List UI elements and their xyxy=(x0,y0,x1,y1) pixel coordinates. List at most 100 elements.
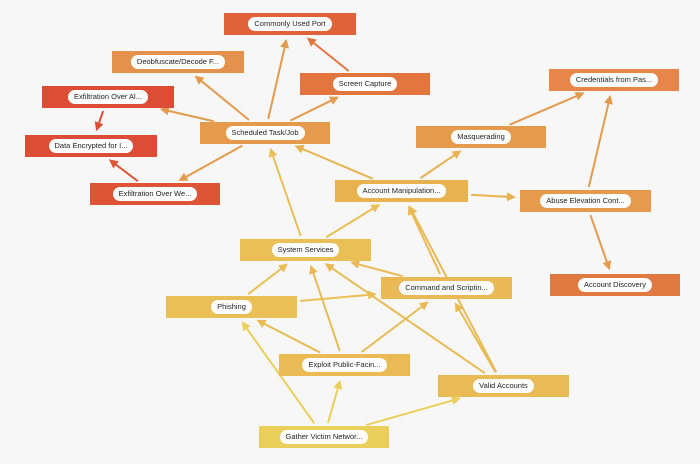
node-masquerading[interactable]: Masquerading xyxy=(416,126,546,148)
edge-line xyxy=(271,153,302,237)
node-credentials-from-pas[interactable]: Credentials from Pas... xyxy=(549,69,679,91)
arrowhead-icon xyxy=(159,106,170,116)
arrowhead-icon xyxy=(280,38,289,49)
edge-abuse-elevation-to-credentials-from-pas xyxy=(588,94,613,188)
arrowhead-icon xyxy=(350,260,361,269)
edge-line xyxy=(113,162,139,182)
arrowhead-icon xyxy=(409,205,418,216)
arrowhead-icon xyxy=(602,260,612,271)
edge-scheduled-task-to-commonly-used-port xyxy=(267,38,289,120)
arrowhead-icon xyxy=(94,121,104,132)
node-label: Account Manipulation... xyxy=(356,183,447,199)
edge-screen-capture-to-commonly-used-port xyxy=(306,37,350,72)
arrowhead-icon xyxy=(454,302,464,313)
edge-valid-accounts-to-command-and-scripting xyxy=(454,302,497,373)
edge-account-manipulation-to-masquerading xyxy=(420,150,462,179)
edge-line xyxy=(356,262,403,277)
node-system-services[interactable]: System Services xyxy=(240,239,371,261)
node-command-and-scripting[interactable]: Command and Scriptin... xyxy=(381,277,512,299)
node-account-discovery[interactable]: Account Discovery xyxy=(550,274,680,296)
edge-exfiltration-over-we-to-data-encrypted xyxy=(108,159,139,182)
node-label: Command and Scriptin... xyxy=(399,280,494,296)
edge-exploit-public-facing-to-command-and-scripting xyxy=(361,301,429,353)
node-abuse-elevation[interactable]: Abuse Elevation Cont... xyxy=(520,190,651,212)
edge-line xyxy=(329,266,486,374)
edge-scheduled-task-to-screen-capture xyxy=(290,96,339,122)
arrowhead-icon xyxy=(451,396,461,405)
node-label: Scheduled Task/Job xyxy=(225,125,305,141)
node-label: Exploit Public-Facin... xyxy=(302,357,387,373)
edge-line xyxy=(311,270,341,352)
edge-line xyxy=(361,304,424,353)
edge-command-and-scripting-to-account-manipulation xyxy=(407,205,441,275)
edge-line xyxy=(311,40,350,72)
edge-account-manipulation-to-scheduled-task xyxy=(294,144,373,180)
node-label: Account Discovery xyxy=(577,277,653,293)
node-label: Credentials from Pas... xyxy=(569,72,659,88)
node-gather-victim-network[interactable]: Gather Victim Networ... xyxy=(259,426,389,448)
arrowhead-icon xyxy=(194,75,205,85)
edge-account-manipulation-to-abuse-elevation xyxy=(470,192,517,202)
edge-gather-victim-network-to-valid-accounts xyxy=(365,396,461,426)
node-exfiltration-over-we[interactable]: Exfiltration Over We... xyxy=(90,183,220,205)
edge-line xyxy=(325,206,376,238)
edge-line xyxy=(589,214,609,265)
edge-system-services-to-account-manipulation xyxy=(325,204,381,238)
arrowhead-icon xyxy=(451,150,462,160)
edge-scheduled-task-to-exfiltration-over-al xyxy=(159,106,215,123)
arrowhead-icon xyxy=(294,144,305,154)
arrowhead-icon xyxy=(418,301,429,311)
node-phishing[interactable]: Phishing xyxy=(166,296,297,318)
node-label: System Services xyxy=(271,242,340,258)
edge-line xyxy=(199,79,250,121)
edge-line xyxy=(420,153,457,179)
node-exfiltration-over-al[interactable]: Exfiltration Over Al... xyxy=(42,86,174,108)
node-label: Gather Victim Networ... xyxy=(279,429,369,445)
edge-masquerading-to-credentials-from-pas xyxy=(509,91,585,126)
arrowhead-icon xyxy=(256,319,267,328)
node-label: Data Encrypted for I... xyxy=(48,138,134,154)
node-account-manipulation[interactable]: Account Manipulation... xyxy=(335,180,468,202)
node-screen-capture[interactable]: Screen Capture xyxy=(300,73,430,95)
arrowhead-icon xyxy=(328,96,339,105)
edge-command-and-scripting-to-system-services xyxy=(350,260,403,277)
node-valid-accounts[interactable]: Valid Accounts xyxy=(438,375,569,397)
edge-exploit-public-facing-to-system-services xyxy=(309,264,341,352)
node-label: Abuse Elevation Cont... xyxy=(540,193,631,209)
edge-line xyxy=(261,322,321,354)
edge-line xyxy=(267,44,286,120)
arrowhead-icon xyxy=(506,192,517,202)
arrowhead-icon xyxy=(268,147,278,158)
edge-line xyxy=(300,147,373,180)
edge-system-services-to-scheduled-task xyxy=(268,147,302,237)
edge-line xyxy=(327,385,340,424)
node-exploit-public-facing[interactable]: Exploit Public-Facin... xyxy=(279,354,410,376)
edge-line xyxy=(165,109,215,123)
edge-line xyxy=(365,399,456,426)
node-scheduled-task[interactable]: Scheduled Task/Job xyxy=(200,122,330,144)
node-label: Phishing xyxy=(211,299,252,315)
node-deobfuscate-decode[interactable]: Deobfuscate/Decode F... xyxy=(112,51,244,73)
node-label: Screen Capture xyxy=(332,76,398,92)
arrowhead-icon xyxy=(309,264,318,275)
arrowhead-icon xyxy=(278,263,289,273)
edge-abuse-elevation-to-account-discovery xyxy=(589,214,612,271)
edge-line xyxy=(410,211,441,275)
edge-phishing-to-system-services xyxy=(247,263,289,295)
arrowhead-icon xyxy=(108,159,119,169)
node-label: Exfiltration Over Al... xyxy=(68,89,148,105)
edge-gather-victim-network-to-exploit-public-facing xyxy=(327,379,343,424)
edge-line xyxy=(247,266,284,295)
arrowhead-icon xyxy=(178,172,189,182)
edge-exfiltration-over-al-to-data-encrypted xyxy=(94,110,104,132)
node-commonly-used-port[interactable]: Commonly Used Port xyxy=(224,13,356,35)
edge-line xyxy=(299,293,371,302)
node-data-encrypted[interactable]: Data Encrypted for I... xyxy=(25,135,157,157)
arrowhead-icon xyxy=(574,91,585,101)
arrowhead-icon xyxy=(306,37,317,47)
edge-line xyxy=(97,110,104,126)
edge-line xyxy=(457,307,497,373)
edge-line xyxy=(183,144,243,179)
